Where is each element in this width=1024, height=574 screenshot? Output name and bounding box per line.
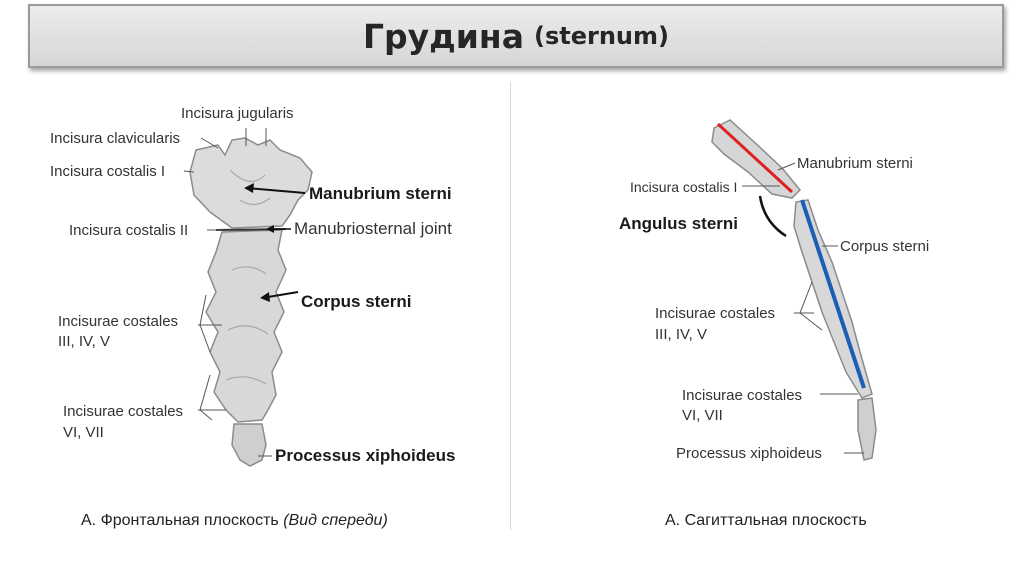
label-side-incisura-costalis-i: Incisura costalis I xyxy=(630,178,737,197)
label-incisurae-costales-345-nums: III, IV, V xyxy=(58,332,110,351)
xiphoid-front xyxy=(232,424,266,466)
label-incisurae-costales-67-nums: VI, VII xyxy=(63,423,104,442)
label-incisurae-costales-67: Incisurae costales xyxy=(63,402,183,421)
label-side-incisurae-costales-67-nums: VI, VII xyxy=(682,406,723,425)
label-side-incisurae-costales-345-nums: III, IV, V xyxy=(655,325,707,344)
manubrium-front xyxy=(190,138,312,228)
angulus-arc xyxy=(760,196,786,236)
label-incisura-clavicularis: Incisura clavicularis xyxy=(50,129,180,148)
caption-frontal: А. Фронтальная плоскость (Вид спереди) xyxy=(81,512,388,530)
label-angulus-sterni: Angulus sterni xyxy=(619,214,738,233)
label-side-corpus-sterni: Corpus sterni xyxy=(840,237,929,256)
sternum-front-view xyxy=(184,128,312,466)
label-incisura-costalis-i: Incisura costalis I xyxy=(50,162,165,181)
label-side-processus-xiphoideus: Processus xiphoideus xyxy=(676,444,822,463)
label-incisurae-costales-345: Incisurae costales xyxy=(58,312,178,331)
label-side-incisurae-costales-67: Incisurae costales xyxy=(682,386,802,405)
label-manubrium-sterni: Manubrium sterni xyxy=(309,184,452,203)
caption-frontal-text: А. Фронтальная плоскость xyxy=(81,512,283,529)
xiphoid-side xyxy=(858,398,876,460)
label-incisura-jugularis: Incisura jugularis xyxy=(181,104,294,123)
caption-sagittal: А. Сагиттальная плоскость xyxy=(665,512,867,530)
label-side-incisurae-costales-345: Incisurae costales xyxy=(655,304,775,323)
label-side-manubrium-sterni: Manubrium sterni xyxy=(797,154,913,173)
corpus-axis-line xyxy=(802,200,864,388)
label-manubriosternal-joint: Manubriosternal joint xyxy=(294,219,452,238)
caption-frontal-italic: (Вид спереди) xyxy=(283,512,388,529)
label-incisura-costalis-ii: Incisura costalis II xyxy=(69,221,188,240)
label-processus-xiphoideus: Processus xiphoideus xyxy=(275,446,455,465)
label-corpus-sterni: Corpus sterni xyxy=(301,292,412,311)
